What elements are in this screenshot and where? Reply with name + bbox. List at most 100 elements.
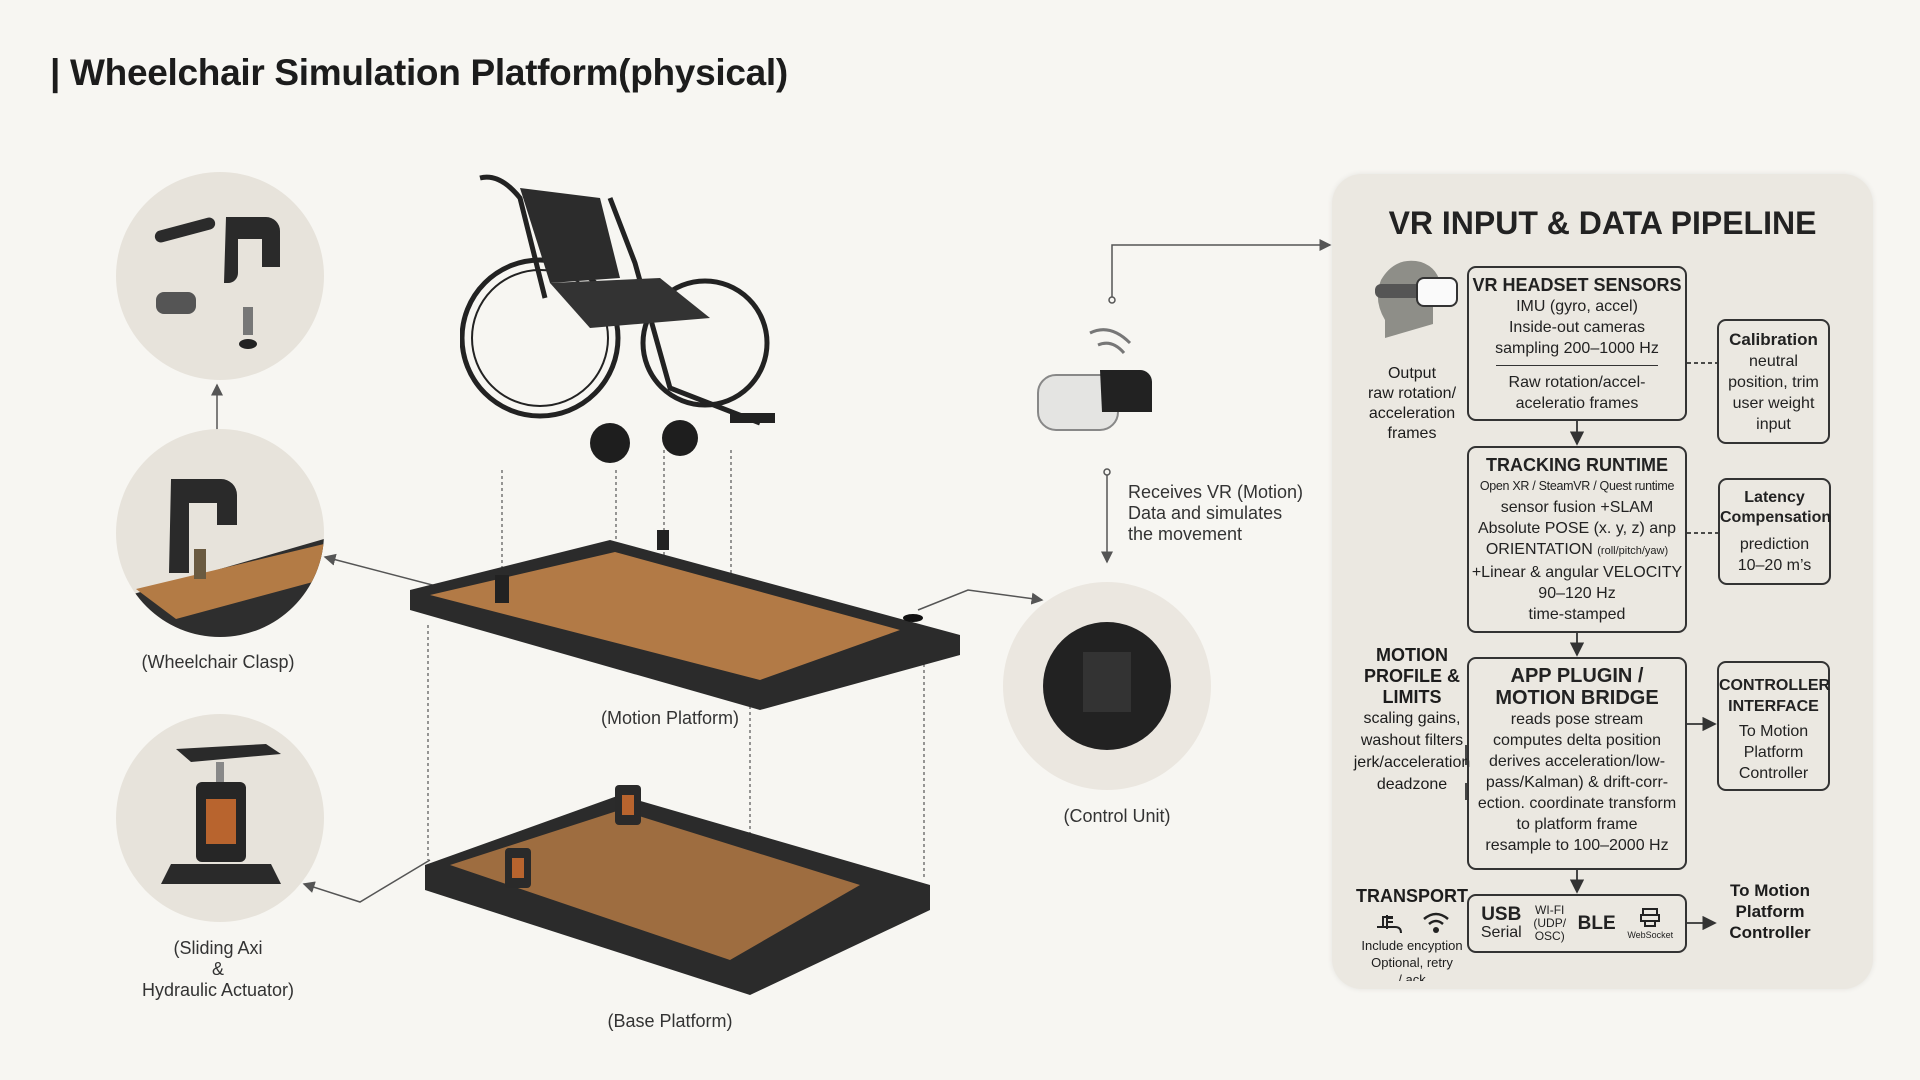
box-heading: Latency [1744, 489, 1805, 506]
box-line: time-stamped [1528, 606, 1626, 623]
note-line: deadzone [1376, 776, 1448, 793]
usb-option: USB Serial [1481, 903, 1522, 942]
note-heading: PROFILE & [1363, 666, 1460, 686]
box-heading: MOTION BRIDGE [1495, 687, 1659, 709]
box-line: sampling 200–1000 Hz [1495, 340, 1659, 357]
motion-platform-image [410, 530, 960, 710]
box-line: derives acceleration/low- [1488, 753, 1666, 770]
output-note-line: frames [1387, 425, 1437, 442]
receives-line: Receives VR (Motion) [1128, 482, 1304, 502]
box-line: resample to 100–2000 Hz [1485, 837, 1669, 854]
note-line: jerk/acceleration [1353, 754, 1471, 771]
actuator-image [116, 714, 324, 922]
output-note-line: raw rotation/ [1367, 385, 1457, 402]
base-platform-image [425, 785, 930, 995]
note-line: scaling gains, [1363, 710, 1461, 727]
wifi-option: WI-FI (UDP/ OSC) [1533, 904, 1566, 943]
vr-headset-image [1037, 328, 1152, 431]
receives-line: Data and simulates [1128, 503, 1283, 523]
box-heading: TRACKING RUNTIME [1486, 455, 1668, 475]
headset-to-pipeline-arrow [1111, 239, 1332, 300]
output-note: Output raw rotation/ acceleration frames [1368, 364, 1456, 444]
box-line: 90–120 Hz [1538, 585, 1616, 602]
note-heading: Controller [1729, 923, 1811, 942]
control-unit-label: (Control Unit) [1063, 806, 1171, 826]
controller-interface-box: CONTROLLER INTERFACE To Motion Platform … [1717, 661, 1830, 791]
websocket-option: WebSocket [1627, 907, 1673, 940]
latency-box: Latency Compensation prediction 10–20 m’… [1718, 478, 1831, 585]
note-heading: LIMITS [1382, 687, 1442, 707]
box-line: computes delta position [1492, 732, 1662, 749]
note-line: washout filters [1360, 732, 1464, 749]
box-line: aceleratio frames [1515, 395, 1639, 412]
box-line: to platform frame [1516, 816, 1638, 833]
box-line: Inside-out cameras [1508, 319, 1646, 336]
orientation-text: ORIENTATION [1485, 541, 1593, 558]
box-line: position, trim [1728, 374, 1819, 391]
wifi-line: WI-FI [1535, 903, 1565, 917]
app-plugin-box: APP PLUGIN / MOTION BRIDGE reads pose st… [1467, 657, 1687, 870]
page-title: | Wheelchair Simulation Platform(physica… [50, 52, 788, 93]
note-line: Include encyption [1361, 938, 1463, 953]
box-heading: VR HEADSET SENSORS [1472, 275, 1682, 295]
ble-label: BLE [1577, 913, 1616, 934]
box-line: Open XR / SteamVR / Quest runtime [1479, 479, 1675, 493]
box-line: reads pose stream [1510, 711, 1644, 728]
box-line: user weight [1732, 395, 1815, 412]
box-line: To Motion [1738, 723, 1809, 740]
box-line: Platform [1743, 744, 1804, 761]
actuator-arrow [302, 859, 431, 903]
box-line: IMU (gyro, accel) [1516, 298, 1638, 315]
wheelchair-image [460, 174, 775, 463]
actuator-label-line: & [211, 959, 224, 979]
calibration-box: Calibration neutral position, trim user … [1717, 319, 1830, 444]
box-line: ORIENTATION (roll/pitch/yaw) [1469, 539, 1685, 562]
actuator-label-line: (Sliding Axi [173, 938, 263, 958]
usb-label: USB [1481, 903, 1522, 925]
clasp-closeup-image [116, 429, 324, 637]
box-line: Raw rotation/accel- [1508, 374, 1646, 391]
control-unit-image [1003, 582, 1211, 790]
box-heading: Calibration [1729, 330, 1818, 349]
note-heading: To Motion [1730, 881, 1810, 900]
actuator-label: (Sliding Axi & Hydraulic Actuator) [142, 938, 294, 1001]
clasp-label: (Wheelchair Clasp) [141, 652, 295, 672]
note-line: Optional, retry [1371, 955, 1453, 970]
orientation-detail: (roll/pitch/yaw) [1597, 545, 1669, 557]
transport-note: TRANSPORT Include encyption Optional, re… [1356, 886, 1468, 981]
box-line: 10–20 m’s [1737, 557, 1812, 574]
wifi-line: (UDP/ [1533, 916, 1567, 930]
wifi-icon [1423, 912, 1449, 933]
headset-sensors-box: VR HEADSET SENSORS IMU (gyro, accel) Ins… [1467, 266, 1687, 421]
motion-profile-note: MOTION PROFILE & LIMITS scaling gains, w… [1354, 645, 1471, 796]
transport-box: USB Serial WI-FI (UDP/ OSC) BLE WebSocke… [1467, 894, 1687, 953]
receives-note: Receives VR (Motion) Data and simulates … [1128, 482, 1303, 545]
box-line: prediction [1739, 536, 1810, 553]
head-headset-icon [1375, 260, 1458, 338]
websocket-label: WebSocket [1627, 930, 1674, 940]
receives-line: the movement [1128, 524, 1243, 544]
box-line: sensor fusion +SLAM [1500, 499, 1654, 516]
output-note-line: Output [1387, 365, 1437, 382]
output-note-line: acceleration [1368, 405, 1456, 422]
note-heading: Platform [1735, 902, 1805, 921]
box-heading: CONTROLLER [1719, 677, 1831, 694]
usb-cable-icon [1377, 915, 1402, 934]
to-controller-note: To Motion Platform Controller [1729, 880, 1810, 943]
control-unit-arrow [917, 589, 1044, 611]
tracking-runtime-box: TRACKING RUNTIME Open XR / SteamVR / Que… [1467, 446, 1687, 633]
wifi-line: OSC) [1534, 929, 1565, 943]
motion-platform-label: (Motion Platform) [600, 708, 740, 728]
box-line: pass/Kalman) & drift-corr- [1485, 774, 1669, 791]
box-line: Controller [1738, 765, 1809, 782]
box-line: ection. coordinate transform [1477, 795, 1677, 812]
note-heading: MOTION [1376, 645, 1448, 665]
box-line: +Linear & angular VELOCITY [1471, 564, 1683, 581]
box-heading: Compensation [1720, 509, 1832, 526]
box-heading: INTERFACE [1728, 698, 1819, 715]
base-platform-label: (Base Platform) [607, 1011, 733, 1031]
box-line: neutral [1749, 353, 1798, 370]
note-line: / ack [1398, 972, 1426, 981]
divider [1496, 365, 1658, 366]
